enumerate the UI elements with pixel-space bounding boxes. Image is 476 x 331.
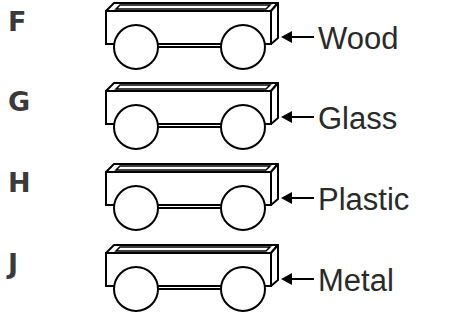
cart-drawing <box>106 83 314 149</box>
material-label: Wood <box>318 23 398 54</box>
material-label: Metal <box>318 265 394 296</box>
cart-drawing <box>106 245 314 311</box>
choice-letter: G <box>8 88 30 115</box>
choice-letter: H <box>8 169 31 196</box>
choice-letter: F <box>8 8 26 35</box>
cart-drawing <box>106 164 314 230</box>
material-label: Glass <box>318 103 397 134</box>
choice-letter: J <box>8 250 18 277</box>
material-label: Plastic <box>318 184 409 215</box>
cart-drawing <box>106 3 314 69</box>
